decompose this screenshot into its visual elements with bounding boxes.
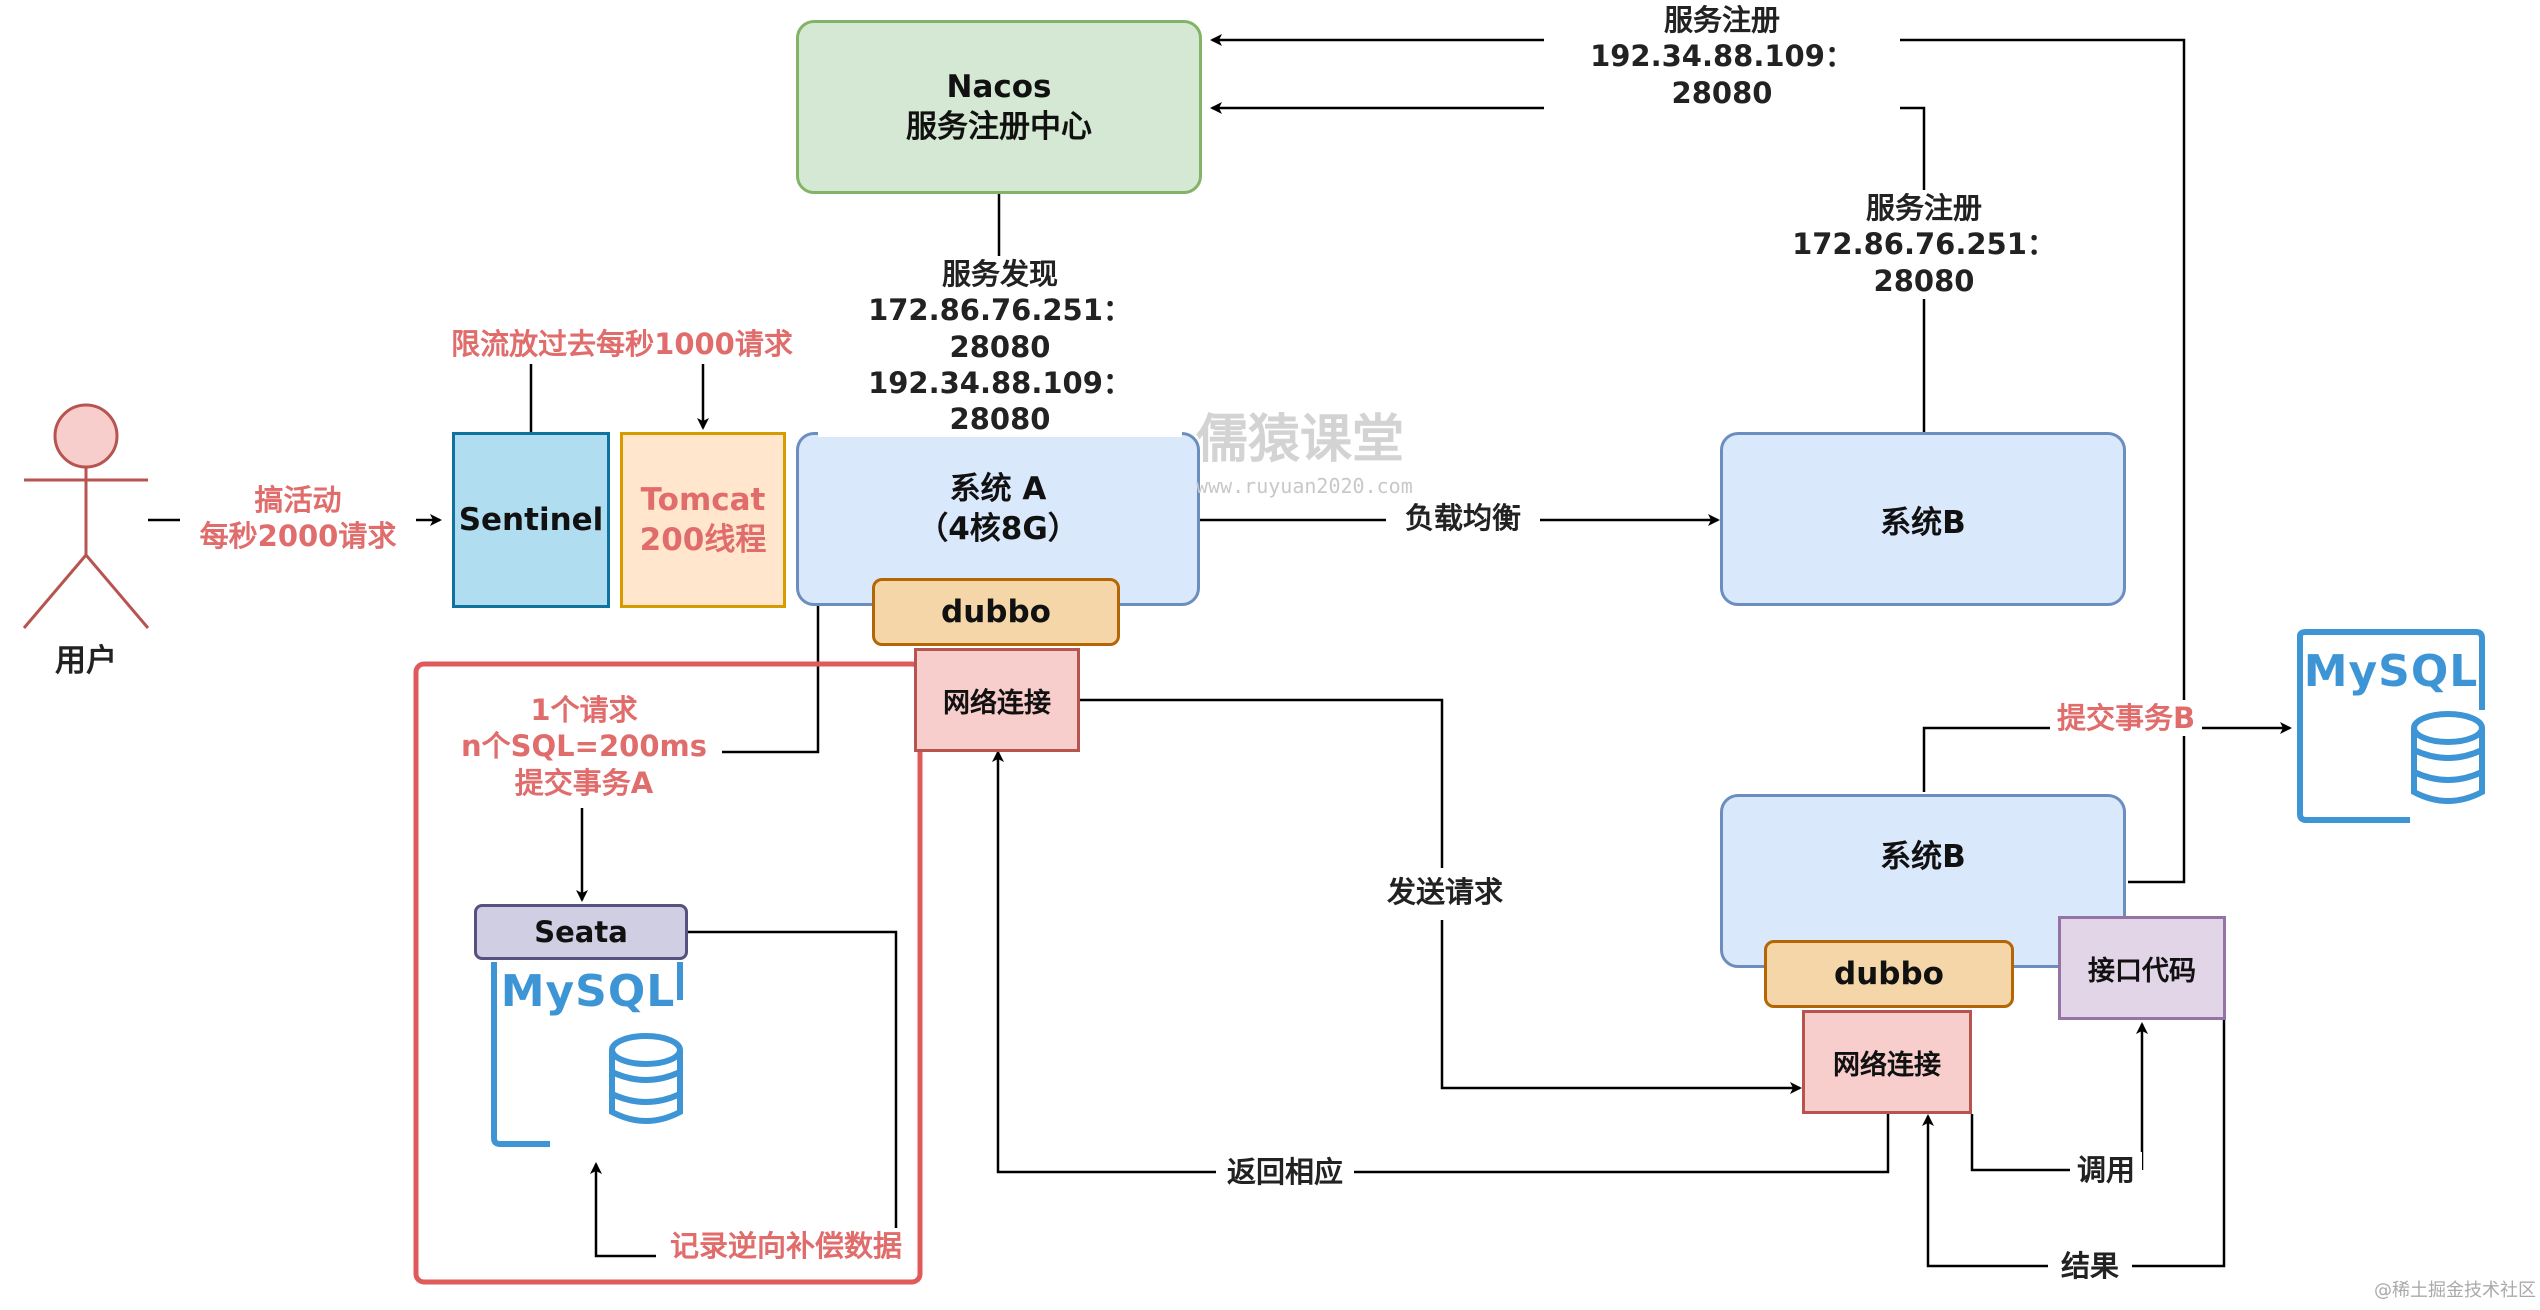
dubbo-a-node[interactable]: dubbo	[872, 578, 1120, 646]
compensation-label: 记录逆向补偿数据	[656, 1228, 916, 1265]
edge-result	[2132, 966, 2226, 1268]
register-top-label: 服务注册 192.34.88.109：28080	[1544, 2, 1900, 111]
watermark-url: www.ruyuan2020.com	[1196, 474, 1413, 498]
request-note-label: 1个请求 n个SQL=200ms 提交事务A	[446, 692, 722, 801]
edge-invoke	[1970, 1114, 2070, 1172]
edge-return-response-2	[992, 750, 1240, 1174]
load-balance-label: 负载均衡	[1386, 500, 1540, 537]
mysql-right-icon	[2297, 629, 2485, 823]
discovery-label: 服务发现 172.86.76.251：28080 192.34.88.109：2…	[818, 256, 1182, 438]
edge-result-2	[1922, 1114, 2048, 1268]
edge-seata-compensation	[688, 930, 898, 1258]
send-request-label: 发送请求	[1376, 874, 1514, 911]
invoke-label: 调用	[2070, 1152, 2142, 1189]
transaction-highlight-frame	[413, 661, 923, 1285]
user-icon	[22, 403, 150, 629]
tomcat-node[interactable]: Tomcat 200线程	[620, 432, 786, 608]
edge-register-right-2	[1210, 102, 1926, 195]
watermark-brand: 儒猿课堂	[1196, 410, 1405, 470]
register-right-label: 服务注册 172.86.76.251：28080	[1744, 190, 2104, 299]
commit-b-label: 提交事务B	[2050, 700, 2202, 737]
sentinel-node[interactable]: Sentinel	[452, 432, 610, 608]
system-b-top-node[interactable]: 系统B	[1720, 432, 2126, 606]
interface-code-node[interactable]: 接口代码	[2058, 916, 2226, 1020]
dubbo-b-node[interactable]: dubbo	[1764, 940, 2014, 1008]
user-label: 用户	[55, 643, 117, 679]
edge-systema-note	[722, 606, 820, 754]
edge-send-request-2	[1440, 920, 1802, 1094]
seata-node[interactable]: Seata	[474, 904, 688, 960]
result-label: 结果	[2048, 1248, 2132, 1285]
edge-commit-b	[1922, 726, 2052, 792]
activity-label: 搞活动 每秒2000请求	[180, 482, 416, 555]
watermark-corner: @稀土掘金技术社区	[2374, 1280, 2536, 1301]
mysql-left-icon	[491, 962, 683, 1147]
network-a-node[interactable]: 网络连接	[914, 648, 1080, 752]
edge-compensation-mysql	[590, 1162, 656, 1258]
mysql-right-label: MySQL	[2303, 646, 2479, 697]
edge-return-response	[1352, 1114, 1890, 1174]
mysql-left-label: MySQL	[500, 966, 676, 1017]
nacos-registry[interactable]: Nacos 服务注册中心	[796, 20, 1202, 194]
rate-limit-label: 限流放过去每秒1000请求	[430, 326, 814, 363]
system-a-node[interactable]: 系统 A （4核8G）	[796, 432, 1200, 606]
network-b-node[interactable]: 网络连接	[1802, 1010, 1972, 1114]
edge-send-request	[1080, 698, 1444, 868]
return-response-label: 返回相应	[1216, 1154, 1354, 1191]
